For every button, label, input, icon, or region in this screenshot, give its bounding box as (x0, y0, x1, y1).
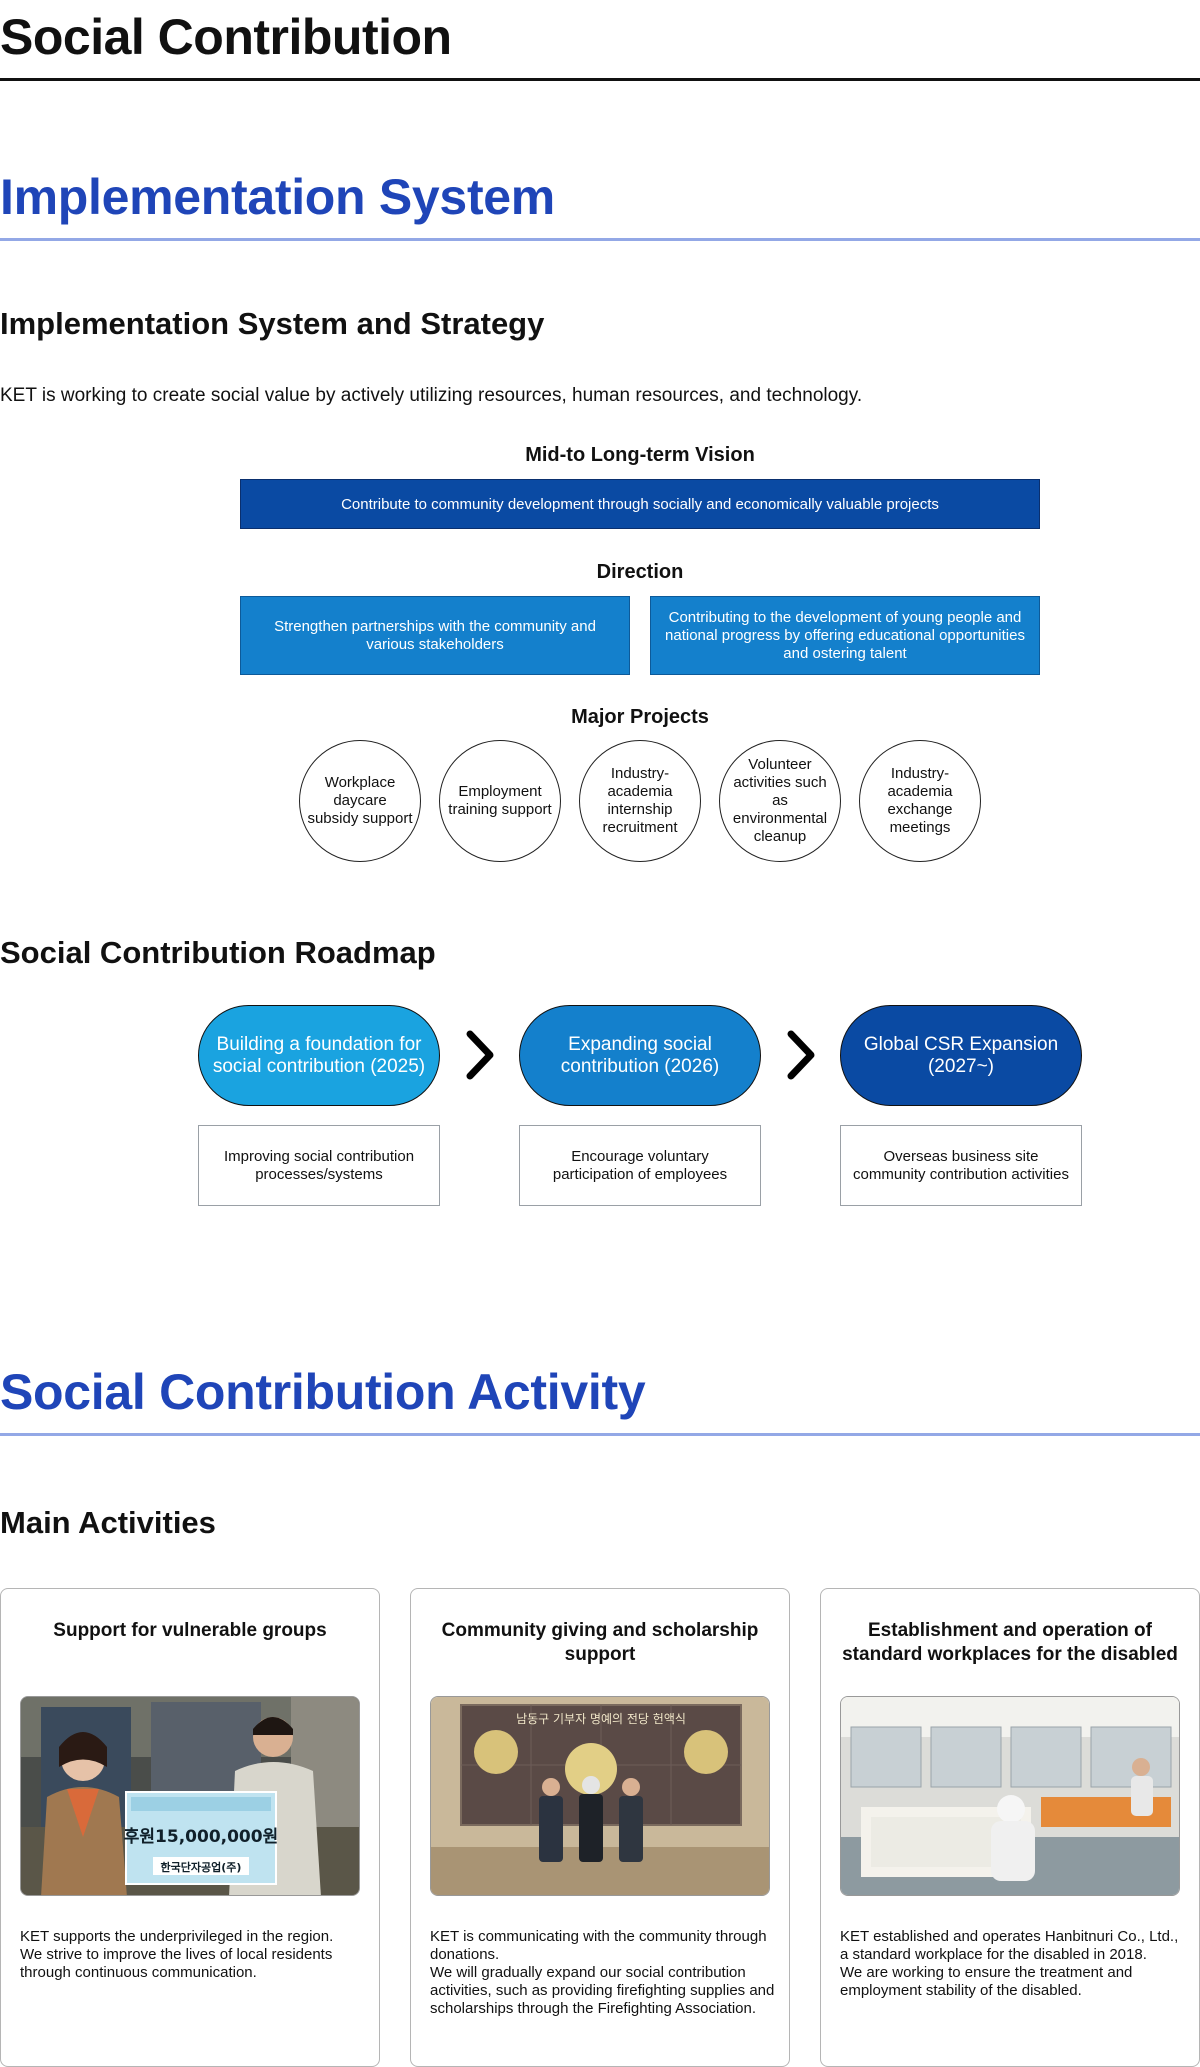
activity-card-title: Support for vulnerable groups (53, 1620, 327, 1641)
direction-box-partnerships: Strengthen partnerships with the communi… (240, 596, 630, 675)
activity-card-description: KET supports the underprivileged in the … (20, 1928, 334, 1981)
projects-label: Major Projects (571, 706, 709, 728)
project-circle-daycare: Workplace daycare subsidy support (299, 740, 421, 862)
vision-box: Contribute to community development thro… (240, 479, 1040, 529)
arrow-right-icon (466, 1030, 494, 1080)
subsection-title-strategy: Implementation System and Strategy (0, 306, 545, 341)
section-title-activity: Social Contribution Activity (0, 1364, 646, 1420)
subsection-title-main-activities: Main Activities (0, 1505, 216, 1540)
roadmap-detail-expanding: Encourage voluntary participation of emp… (519, 1125, 761, 1206)
project-circle-internship: Industry-academia internship recruitment (579, 740, 701, 862)
roadmap-title: Social Contribution Roadmap (0, 935, 436, 970)
photo-sign-text: 후원15,000,000원 (124, 1826, 278, 1847)
roadmap-stage-foundation: Building a foundation for social contrib… (198, 1005, 440, 1106)
activity-card-title: Community giving and scholarship support (441, 1620, 759, 1665)
photo-sign-text: 남동구 기부자 명예의 전당 헌액식 (516, 1712, 686, 1726)
photo-caption-text: 한국단자공업(주) (161, 1860, 242, 1874)
page-title-divider (0, 78, 1200, 81)
activity-card-community-giving: Community giving and scholarship support… (410, 1588, 790, 2067)
roadmap-stage-global: Global CSR Expansion (2027~) (840, 1005, 1082, 1106)
activity-photo-hall-of-fame: 남동구 기부자 명예의 전당 헌액식 (430, 1696, 770, 1896)
roadmap-detail-global: Overseas business site community contrib… (840, 1125, 1082, 1206)
project-circle-training: Employment training support (439, 740, 561, 862)
activity-card-disabled-workplace: Establishment and operation of standard … (820, 1588, 1200, 2067)
direction-label: Direction (596, 561, 684, 583)
activity-card-description: KET established and operates Hanbitnuri … (840, 1928, 1179, 1999)
arrow-right-icon (787, 1030, 815, 1080)
direction-box-education: Contributing to the development of young… (650, 596, 1040, 675)
activity-card-vulnerable-groups: Support for vulnerable groups 후원15,000,0… (0, 1588, 380, 2067)
project-circle-volunteer: Volunteer activities such as environment… (719, 740, 841, 862)
project-circle-exchange: Industry-academia exchange meetings (859, 740, 981, 862)
roadmap-detail-foundation: Improving social contribution processes/… (198, 1125, 440, 1206)
activity-card-title: Establishment and operation of standard … (842, 1620, 1178, 1665)
vision-label: Mid-to Long-term Vision (525, 444, 755, 466)
page-title: Social Contribution (0, 9, 452, 65)
activity-photo-workplace (840, 1696, 1180, 1896)
roadmap-stage-expanding: Expanding social contribution (2026) (519, 1005, 761, 1106)
intro-paragraph: KET is working to create social value by… (0, 385, 863, 406)
section-title-implementation: Implementation System (0, 169, 555, 225)
activity-card-description: KET is communicating with the community … (430, 1928, 775, 2017)
activity-photo-donation: 후원15,000,000원 한국단자공업(주) (20, 1696, 360, 1896)
section-divider-implementation (0, 238, 1200, 241)
section-divider-activity (0, 1433, 1200, 1436)
